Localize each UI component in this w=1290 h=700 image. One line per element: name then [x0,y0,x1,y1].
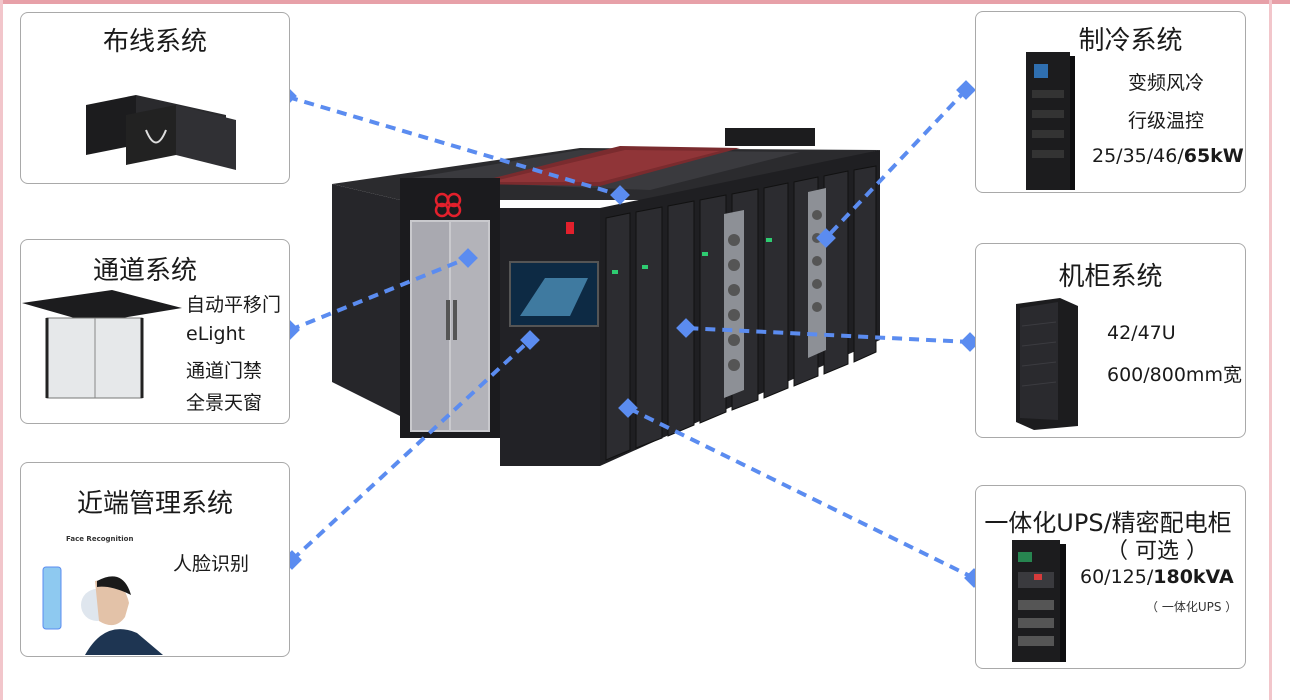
feature-access-control: 通道门禁 [186,360,263,382]
capacity-prefix: 60/125/ [1080,566,1154,588]
feature-ups-capacity: 60/125/180kVA [1080,566,1234,588]
feature-row-level-temp: 行级温控 [1128,110,1205,132]
left-frame-line [0,0,3,700]
feature-auto-sliding-door: 自动平移门 [186,294,282,316]
feature-skylight: 全景天窗 [186,392,263,414]
card-title: 制冷系统 [1078,26,1183,56]
feature-elight: eLight [186,323,246,345]
connector-node [956,80,976,100]
modular-datacenter-illustration [332,128,880,466]
card-title: 机柜系统 [1058,262,1163,292]
card-near-end-management: 近端管理系统 Face Recognition 人脸识别 [20,462,290,657]
feature-rack-width: 600/800mm宽 [1107,364,1242,386]
right-frame-line [1269,0,1272,700]
feature-rack-units: 42/47U [1107,322,1176,344]
capacity-max: 65kW [1183,145,1244,167]
feature-face-recognition: 人脸识别 [173,553,250,575]
ups-note: （ 一体化UPS ） [1146,600,1238,614]
capacity-max: 180kVA [1153,566,1234,588]
face-recognition-caption: Face Recognition [66,535,134,543]
face-recognition-image [42,566,163,655]
card-aisle-system: 通道系统 自动平移门 eLight 通道门禁 全景天窗 [20,239,290,424]
card-cabinet-system: 机柜系统 42/47U 600/800mm宽 [975,243,1246,438]
optional-label: （ 可选 ） [1106,539,1208,564]
cooling-unit-image [1026,52,1075,190]
card-ups-distribution: 一体化UPS/精密配电柜 （ 可选 ） 60/125/180kVA （ 一体化U… [975,485,1246,669]
cabinet-image [1016,298,1078,430]
card-title: 布线系统 [102,27,207,57]
feature-variable-frequency: 变频风冷 [1128,72,1205,94]
capacity-prefix: 25/35/46/ [1092,145,1184,167]
ups-cabinet-image [1012,540,1066,662]
aisle-containment-image [22,290,182,399]
card-cabling-system: 布线系统 [20,12,290,184]
card-title: 近端管理系统 [76,489,233,519]
cable-tray-image [86,95,236,170]
feature-cooling-capacity: 25/35/46/65kW [1092,145,1244,167]
card-title: 通道系统 [92,256,197,286]
card-cooling-system: 制冷系统 变频风冷 行级温控 25/35/46/65kW [975,11,1246,193]
top-frame-line [0,0,1290,4]
card-title: 一体化UPS/精密配电柜 [984,509,1232,537]
